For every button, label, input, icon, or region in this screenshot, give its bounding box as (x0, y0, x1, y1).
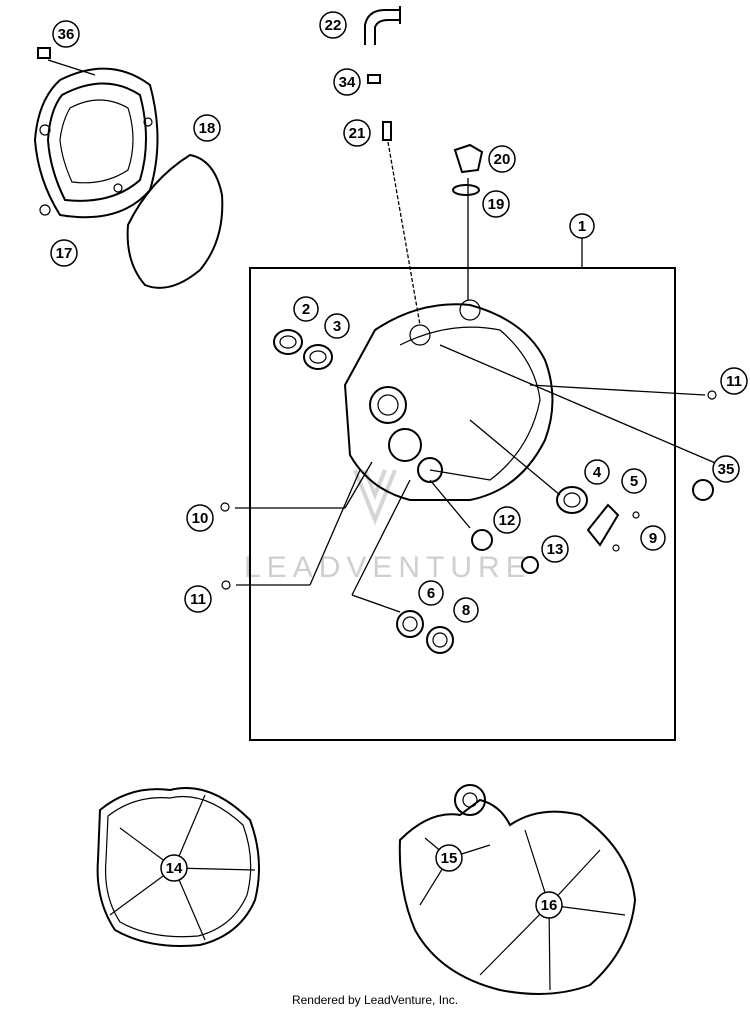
oil-seal-part (303, 344, 333, 370)
footer-credit: Rendered by LeadVenture, Inc. (291, 993, 459, 1007)
assembly-frame (249, 267, 676, 741)
svg-text:8: 8 (462, 602, 470, 619)
svg-text:1: 1 (578, 218, 586, 235)
stud-part (382, 121, 421, 326)
svg-text:18: 18 (199, 120, 216, 137)
svg-text:5: 5 (630, 473, 638, 490)
clutch-cover-gasket-part (398, 784, 637, 995)
svg-text:9: 9 (649, 530, 657, 547)
nut-part (367, 74, 381, 84)
svg-text:19: 19 (488, 196, 505, 213)
watermark: LEADVENTURE (244, 469, 532, 584)
svg-text:22: 22 (325, 17, 342, 34)
callout-12: 12 (493, 506, 521, 534)
svg-text:14: 14 (166, 860, 183, 877)
svg-text:21: 21 (349, 125, 366, 142)
bolt-part (37, 47, 96, 76)
callout-18: 18 (193, 114, 221, 142)
callout-3: 3 (324, 313, 350, 339)
dowel-pin-part (221, 469, 361, 590)
callout-19: 19 (482, 190, 510, 218)
callout-10: 10 (186, 504, 214, 532)
svg-text:15: 15 (441, 850, 458, 867)
callout-13: 13 (541, 535, 569, 563)
screw-part (612, 544, 620, 552)
callout-20: 20 (488, 145, 516, 173)
callout-8: 8 (453, 597, 479, 623)
svg-text:6: 6 (427, 585, 435, 602)
callout-14: 14 (160, 854, 188, 882)
o-ring-part (521, 556, 539, 574)
callout-15: 15 (435, 844, 463, 872)
oil-seal-part (426, 626, 454, 654)
callout-35: 35 (712, 455, 740, 483)
svg-text:36: 36 (58, 26, 75, 43)
callout-16: 16 (535, 891, 563, 919)
callout-2: 2 (293, 296, 319, 322)
dowel-pin-part (220, 461, 373, 512)
callout-34: 34 (333, 68, 361, 96)
callout-1: 1 (569, 213, 595, 239)
callout-22: 22 (319, 11, 347, 39)
svg-text:10: 10 (192, 510, 209, 527)
callout-4: 4 (584, 459, 610, 485)
svg-text:2: 2 (302, 301, 310, 318)
oil-seal-part (273, 329, 303, 355)
callout-11: 11 (720, 367, 748, 395)
cover-gasket-part (126, 153, 224, 289)
callout-5: 5 (621, 468, 647, 494)
clutch-cover-part (33, 67, 159, 219)
screw-part (632, 511, 640, 519)
callout-11: 11 (184, 585, 212, 613)
engine-cover-part (343, 299, 721, 501)
dowel-pin-part (707, 390, 717, 400)
o-ring-part (452, 184, 480, 196)
cover-plate-part (586, 503, 620, 547)
bearing-part (556, 486, 588, 514)
callout-36: 36 (52, 20, 80, 48)
svg-text:13: 13 (547, 541, 564, 558)
vent-hose-part (364, 6, 401, 45)
svg-text:3: 3 (333, 318, 341, 335)
callout-9: 9 (640, 525, 666, 551)
svg-text:34: 34 (339, 74, 356, 91)
svg-text:12: 12 (499, 512, 516, 529)
callout-6: 6 (418, 580, 444, 606)
svg-text:17: 17 (56, 245, 73, 262)
callout-17: 17 (50, 239, 78, 267)
svg-text:16: 16 (541, 897, 558, 914)
svg-text:35: 35 (718, 461, 735, 478)
watermark-text: LEADVENTURE (244, 551, 532, 584)
o-ring-part (692, 479, 714, 501)
svg-text:4: 4 (593, 464, 602, 481)
svg-text:20: 20 (494, 151, 511, 168)
oil-filler-plug-part (453, 143, 484, 300)
oil-seal-part (429, 479, 493, 551)
oil-seal-part (351, 479, 424, 638)
callout-21: 21 (343, 119, 371, 147)
svg-text:11: 11 (190, 591, 206, 608)
svg-text:11: 11 (726, 373, 742, 390)
